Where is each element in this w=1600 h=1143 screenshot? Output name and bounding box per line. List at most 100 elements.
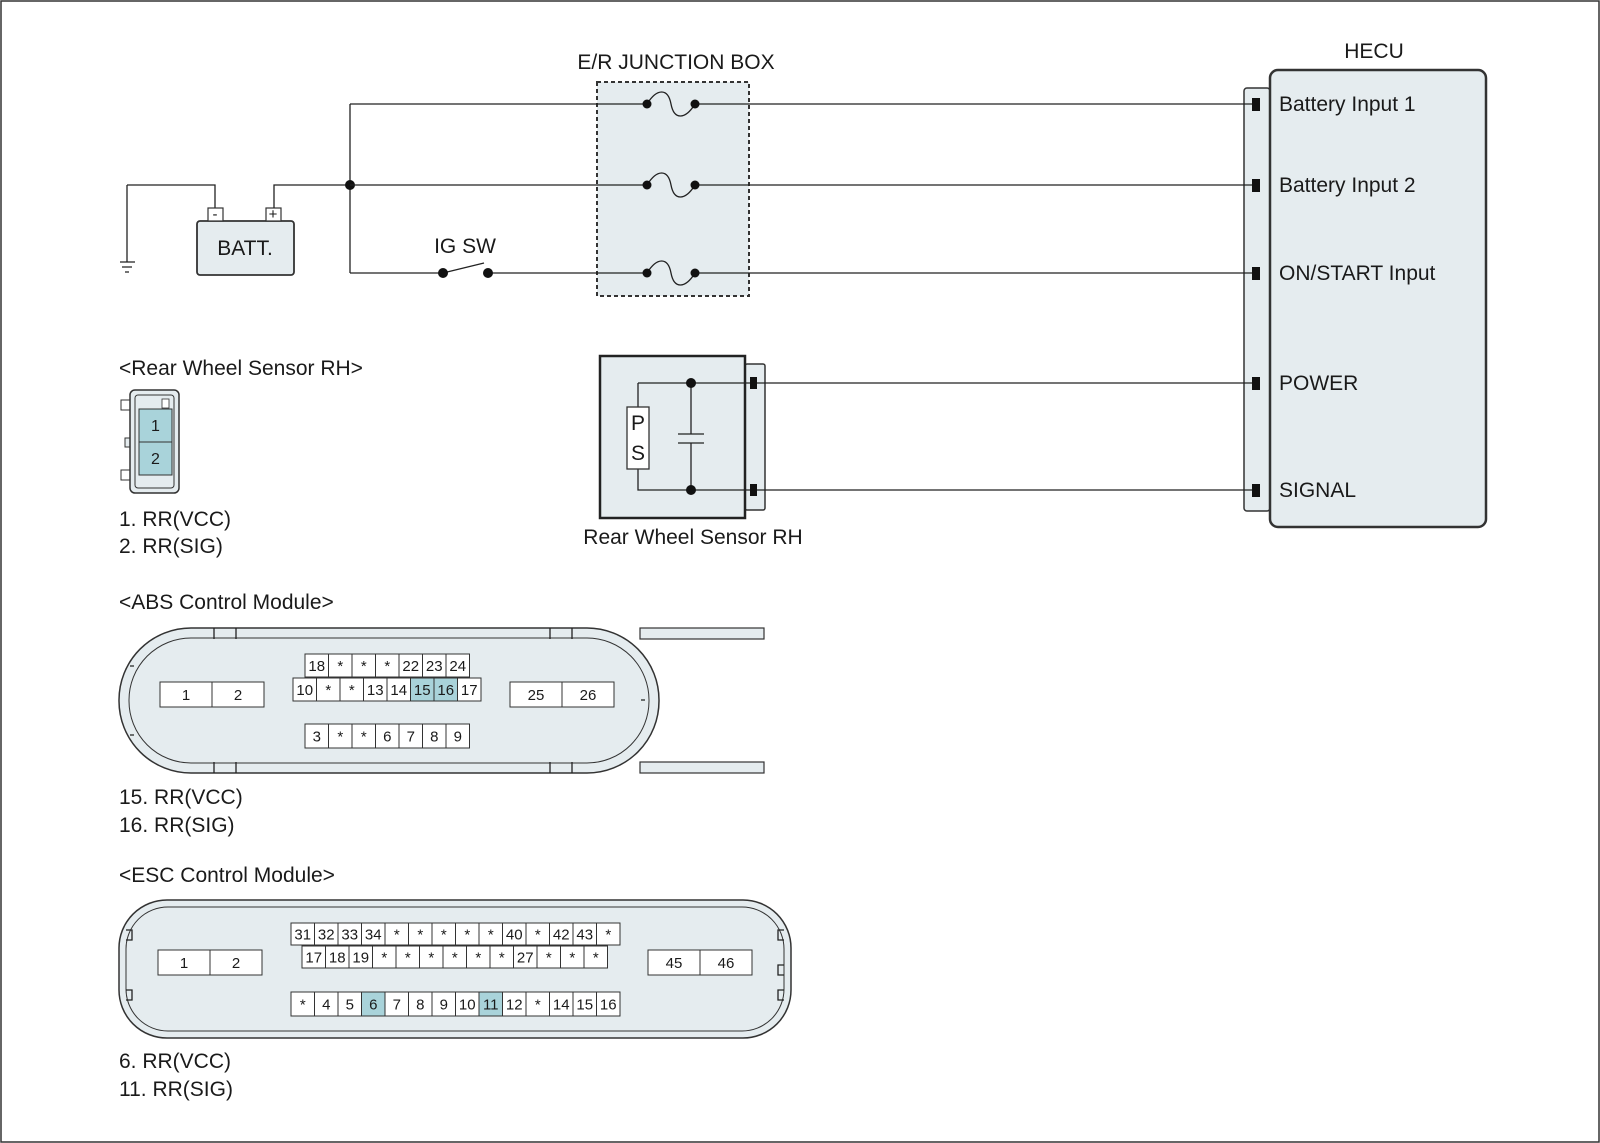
capacitor-junction-top: [686, 378, 696, 388]
fuse-1-icon: [646, 91, 696, 117]
ignition-switch-icon: [442, 262, 485, 274]
fuse-1-terminal-b: [690, 99, 700, 109]
esc-pin-label: 33: [341, 926, 358, 943]
esc-pin-cell: [157, 949, 211, 976]
esc-pin-cell: [596, 991, 621, 1017]
battery-positive-wire: [273, 184, 350, 208]
esc-connector-body: [118, 899, 792, 1039]
ignition-switch-contact-a: [438, 268, 448, 278]
abs-pin-cell: [445, 653, 470, 678]
hecu-pins: Battery Input 1 Battery Input 2 ON/START I…: [1252, 93, 1436, 502]
abs-pin-cell: [509, 681, 563, 708]
sensor-pin-power: [750, 377, 757, 389]
abs-pin-label: *: [349, 682, 355, 699]
battery-minus-terminal: [207, 207, 224, 222]
esc-pin-label: 6: [369, 996, 377, 1013]
ground-icon: [120, 261, 135, 273]
rear-sensor-pin-cell: [138, 441, 173, 476]
sensor-element: [626, 406, 650, 470]
rear-sensor-legend-1: 1. RR(VCC): [119, 508, 231, 531]
esc-pin-label: *: [381, 949, 387, 966]
esc-pin-cell: [209, 949, 263, 976]
rear-sensor-pin-label: 2: [151, 451, 160, 468]
abs-pin-label: 18: [308, 658, 325, 675]
hecu-pin-label: ON/START Input: [1279, 262, 1436, 285]
esc-pin-label: *: [488, 926, 494, 943]
hecu-connector: [1243, 87, 1271, 512]
hecu-pin-label: POWER: [1279, 372, 1358, 395]
abs-connector-clips: [213, 628, 573, 773]
esc-pin-label: *: [499, 949, 505, 966]
abs-pin-label: *: [384, 658, 390, 675]
abs-pin-label: 6: [383, 728, 391, 745]
abs-pin-label: 17: [461, 682, 478, 699]
fuse-2-terminal-a: [642, 180, 652, 190]
rear-sensor-connector-key: [161, 398, 170, 409]
esc-pin-label: 42: [553, 926, 570, 943]
abs-pin-label: 22: [402, 658, 419, 675]
sensor-pin-signal: [750, 484, 757, 496]
esc-pin-label: *: [405, 949, 411, 966]
rear-sensor-connector-inner: [134, 394, 175, 489]
esc-legend-1: 6. RR(VCC): [119, 1050, 231, 1073]
sensor-s-label: S: [631, 442, 645, 465]
esc-pin-label: *: [394, 926, 400, 943]
abs-pin-label: 3: [313, 728, 321, 745]
hecu-pin-terminal: [1252, 98, 1260, 111]
esc-pin-label: 11: [483, 996, 499, 1013]
hecu-pin-terminal: [1252, 267, 1260, 280]
hecu-pin-label: Battery Input 1: [1279, 93, 1416, 116]
abs-pin-label: 9: [454, 728, 462, 745]
esc-pin-label: *: [605, 926, 611, 943]
abs-pin-label: *: [361, 658, 367, 675]
esc-connector-notches: [126, 929, 784, 1001]
abs-pin-label: 8: [430, 728, 438, 745]
abs-pin-label: 24: [449, 658, 466, 675]
esc-pin-cell: [596, 922, 621, 946]
battery-negative-wire: [127, 184, 216, 208]
esc-pin-label: 14: [553, 996, 570, 1013]
esc-pin-label: 9: [440, 996, 448, 1013]
abs-pin-label: 7: [407, 728, 415, 745]
abs-pin-label: 2: [234, 687, 242, 704]
esc-pin-label: 12: [506, 996, 523, 1013]
esc-pin-label: 43: [576, 926, 593, 943]
esc-pin-label: 4: [322, 996, 330, 1013]
fuse-3-icon: [646, 260, 696, 286]
esc-pin-label: 34: [365, 926, 382, 943]
esc-pin-label: 19: [352, 949, 369, 966]
fuse-3-terminal-b: [690, 268, 700, 278]
hecu-pin-label: SIGNAL: [1279, 479, 1356, 502]
abs-pin-cell: [561, 681, 615, 708]
esc-pin-label: *: [300, 996, 306, 1013]
esc-pin-label: 31: [294, 926, 311, 943]
capacitor-icon: [678, 383, 704, 490]
esc-pin-label: 5: [346, 996, 354, 1013]
abs-pin-label: 23: [426, 658, 443, 675]
esc-pin-label: *: [546, 949, 552, 966]
battery: [196, 220, 295, 276]
abs-pin-label: 14: [390, 682, 407, 699]
esc-pin-label: 2: [232, 955, 240, 972]
esc-pin-label: *: [452, 949, 458, 966]
hecu-pin-label: Battery Input 2: [1279, 174, 1416, 197]
esc-pin-cell: [647, 949, 701, 976]
abs-pin-cell: [445, 723, 470, 749]
esc-pin-label: 45: [666, 955, 683, 972]
esc-pin-label: 17: [305, 949, 322, 966]
fuse-3-terminal-a: [642, 268, 652, 278]
esc-pin-label: 27: [517, 949, 534, 966]
esc-pin-label: *: [464, 926, 470, 943]
abs-pin-label: 16: [437, 682, 454, 699]
esc-pin-label: *: [475, 949, 481, 966]
abs-pin-label: *: [337, 658, 343, 675]
abs-pin-label: *: [337, 728, 343, 745]
sensor-caption: Rear Wheel Sensor RH: [583, 526, 802, 549]
hecu-pin-terminal: [1252, 179, 1260, 192]
abs-pin-label: 15: [414, 682, 431, 699]
esc-pin-label: *: [441, 926, 447, 943]
rear-sensor-legend-2: 2. RR(SIG): [119, 535, 223, 558]
